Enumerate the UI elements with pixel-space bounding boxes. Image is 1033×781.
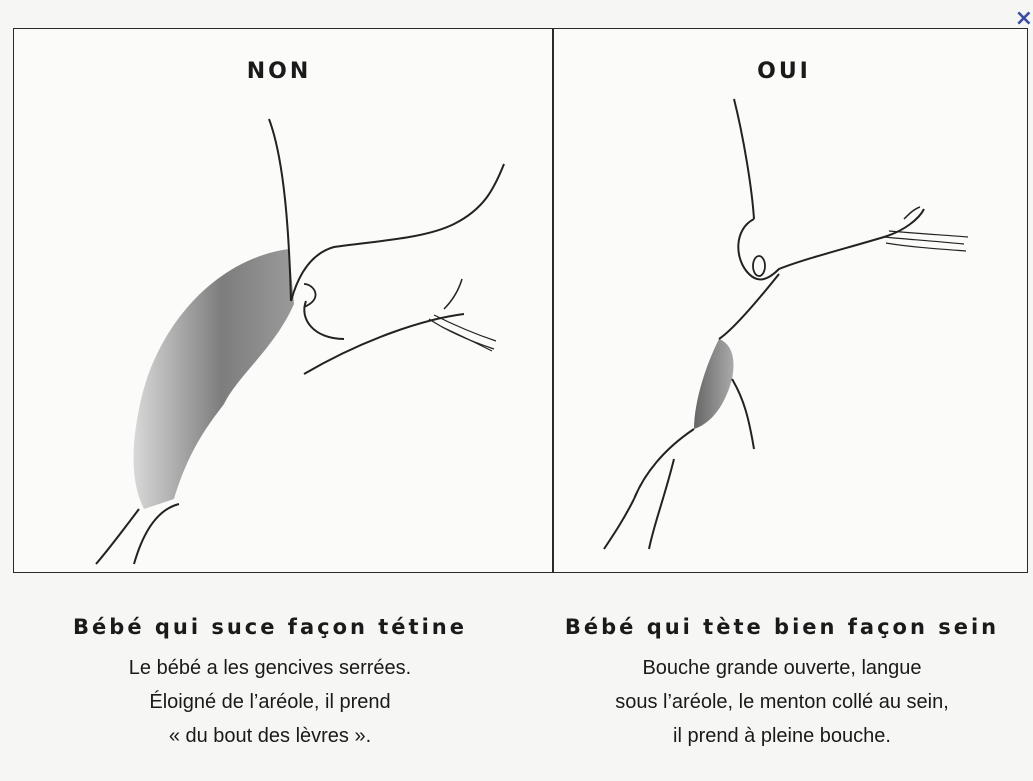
caption-non: Bébé qui suce façon tétine Le bébé a les… [73,615,467,753]
caption-line: « du bout des lèvres ». [73,719,467,753]
caption-oui: Bébé qui tète bien façon sein Bouche gra… [565,615,999,753]
caption-body-oui: Bouche grande ouverte, langue sous l’aré… [565,651,999,753]
illustration-non [14,29,552,574]
caption-line: Bouche grande ouverte, langue [565,651,999,685]
areola-shape-oui [694,339,733,429]
caption-body-non: Le bébé a les gencives serrées. Éloigné … [73,651,467,753]
caption-title-non: Bébé qui suce façon tétine [73,615,467,639]
illustration-oui [554,29,1029,574]
close-icon[interactable]: × [1015,8,1033,30]
caption-line: Le bébé a les gencives serrées. [73,651,467,685]
caption-line: sous l’aréole, le menton collé au sein, [565,685,999,719]
illustration-frame: NON OUI [13,28,1028,573]
caption-title-oui: Bébé qui tète bien façon sein [565,615,999,639]
caption-line: il prend à pleine bouche. [565,719,999,753]
caption-line: Éloigné de l’aréole, il prend [73,685,467,719]
areola-shape [134,249,294,509]
